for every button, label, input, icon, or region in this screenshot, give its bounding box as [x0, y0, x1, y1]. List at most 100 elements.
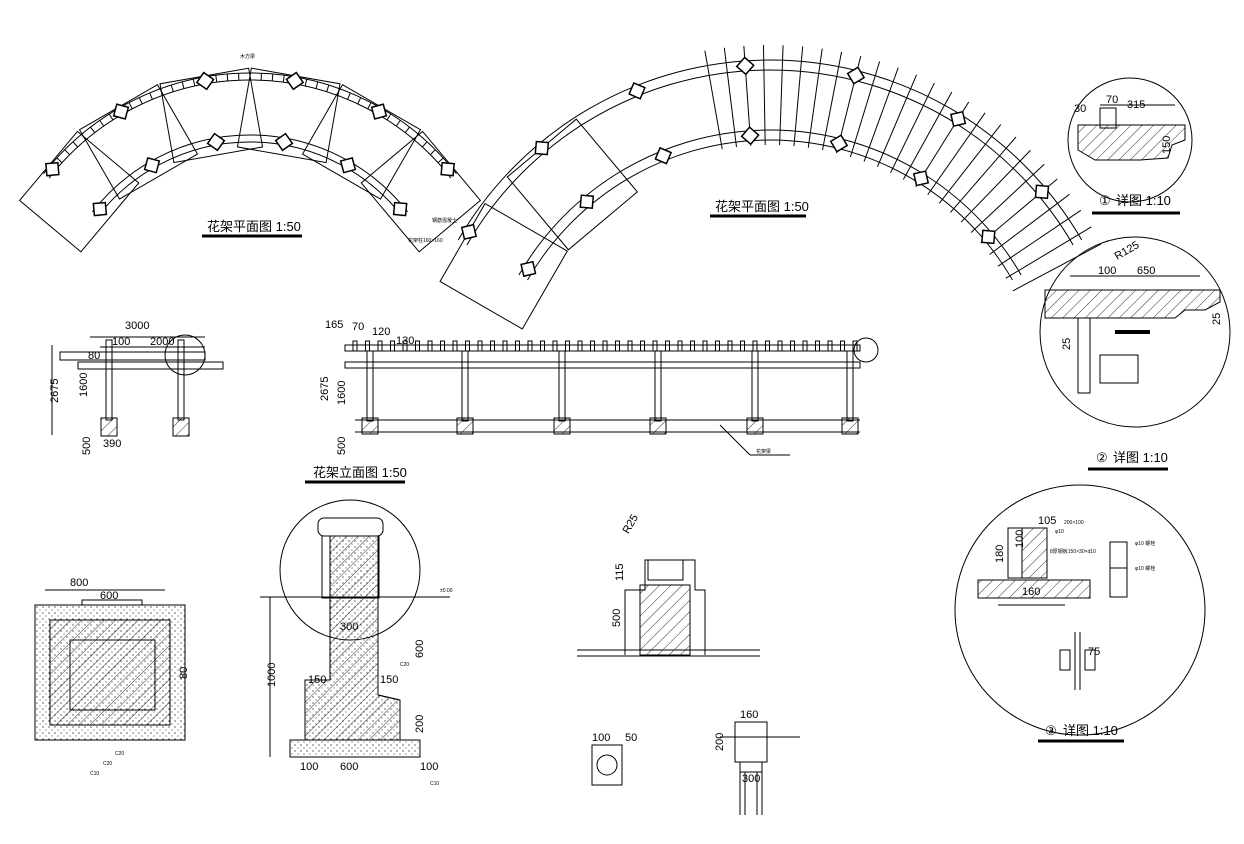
rafter: [404, 126, 410, 133]
pergola-plan-2: [439, 45, 1102, 330]
dim: 50: [625, 732, 637, 744]
rafter-end: [590, 340, 595, 352]
rafter: [128, 102, 133, 110]
dim: 1000: [266, 663, 278, 687]
rafter: [215, 75, 218, 83]
post: [740, 126, 760, 146]
note: 花架梁: [756, 448, 771, 455]
bracket-detail: 160 200 300: [714, 709, 800, 815]
rafter: [72, 141, 79, 148]
rafter: [902, 91, 953, 180]
post: [579, 194, 595, 209]
rafter-end: [690, 340, 695, 352]
note: φ10 螺栓: [1135, 565, 1155, 572]
rafter-end: [552, 340, 558, 352]
dim: 160: [740, 709, 758, 721]
rafter: [704, 50, 723, 150]
plan-1-title: 花架平面图 1:50: [207, 219, 301, 234]
dim: 500: [81, 437, 93, 455]
post: [143, 156, 161, 174]
rafter-end: [365, 340, 370, 352]
rafter-end: [852, 340, 858, 352]
rafter-end: [802, 340, 808, 352]
rafter: [970, 163, 1045, 233]
plan-1-note-top: 木方梁: [240, 53, 255, 60]
post: [195, 71, 215, 91]
dim: 75: [1088, 646, 1100, 658]
note: ±0.00: [440, 588, 453, 594]
rafter: [807, 48, 823, 148]
note: φ10: [1055, 529, 1064, 535]
footing-plan: 800 600 80 C20 C20 C10: [34, 577, 190, 777]
rafter-end: [652, 340, 658, 352]
post: [206, 132, 226, 152]
detail-1: 70 315 30 150: [1067, 77, 1193, 203]
rafter: [271, 73, 274, 82]
detail-3-number: ③: [1045, 723, 1057, 738]
dim: 300: [340, 621, 358, 633]
rafter-end: [715, 340, 720, 352]
rafter: [927, 112, 986, 196]
dim: 150: [308, 674, 326, 686]
note: φ10 螺栓: [1135, 540, 1155, 547]
rafter: [863, 67, 899, 162]
detail-1-title: 详图 1:10: [1116, 193, 1171, 208]
column-footing: [746, 417, 764, 435]
rafter: [99, 120, 105, 127]
dim: 100: [420, 761, 438, 773]
rafter-end: [390, 340, 395, 352]
rafter-end: [490, 340, 495, 352]
rafter: [181, 81, 185, 89]
column-footing: [553, 417, 571, 435]
rafter-end: [515, 340, 520, 352]
dim: 30: [1074, 103, 1086, 115]
note: C20: [400, 662, 409, 668]
rafter: [347, 92, 351, 100]
rafter: [779, 45, 784, 146]
column-footing: [456, 417, 474, 435]
dim: 390: [103, 438, 121, 450]
rafter-end: [602, 340, 608, 352]
rafter: [876, 74, 917, 168]
rafter-end: [777, 340, 783, 352]
rafter-end: [677, 340, 683, 352]
rafter: [1012, 243, 1102, 292]
post: [534, 140, 550, 156]
post: [735, 56, 755, 76]
dim: 315: [1127, 99, 1145, 111]
rafter-end: [540, 340, 545, 352]
rafter-end: [427, 340, 433, 352]
rafter: [149, 92, 153, 100]
post: [274, 132, 294, 152]
rafter-end: [352, 340, 358, 352]
rafter: [395, 120, 401, 127]
rafter: [170, 84, 174, 92]
rafter-end: [765, 340, 770, 352]
rafter: [421, 141, 428, 148]
post: [520, 260, 537, 278]
post: [981, 229, 996, 245]
post: [628, 81, 646, 100]
rafter: [226, 73, 229, 82]
dim: 115: [614, 563, 626, 581]
detail-2: 100 650 R125 25 25: [1039, 236, 1231, 428]
dim: 500: [336, 437, 348, 455]
rafter: [304, 79, 308, 87]
dim: 150: [380, 674, 398, 686]
dim: R125: [1113, 239, 1142, 263]
rafter: [437, 157, 444, 164]
rafter-end: [527, 340, 533, 352]
dim: 2675: [319, 377, 331, 401]
rafter: [950, 136, 1017, 213]
post: [1034, 184, 1050, 200]
dim: 600: [340, 761, 358, 773]
dim: 1600: [78, 373, 90, 397]
post-base-detail: R25 115 500: [577, 512, 760, 657]
dim: 800: [70, 577, 88, 589]
dim: 300: [742, 773, 760, 785]
rafter-end: [627, 340, 633, 352]
dim: 80: [88, 350, 100, 362]
dim: R25: [621, 512, 641, 535]
dim: 500: [611, 609, 623, 627]
